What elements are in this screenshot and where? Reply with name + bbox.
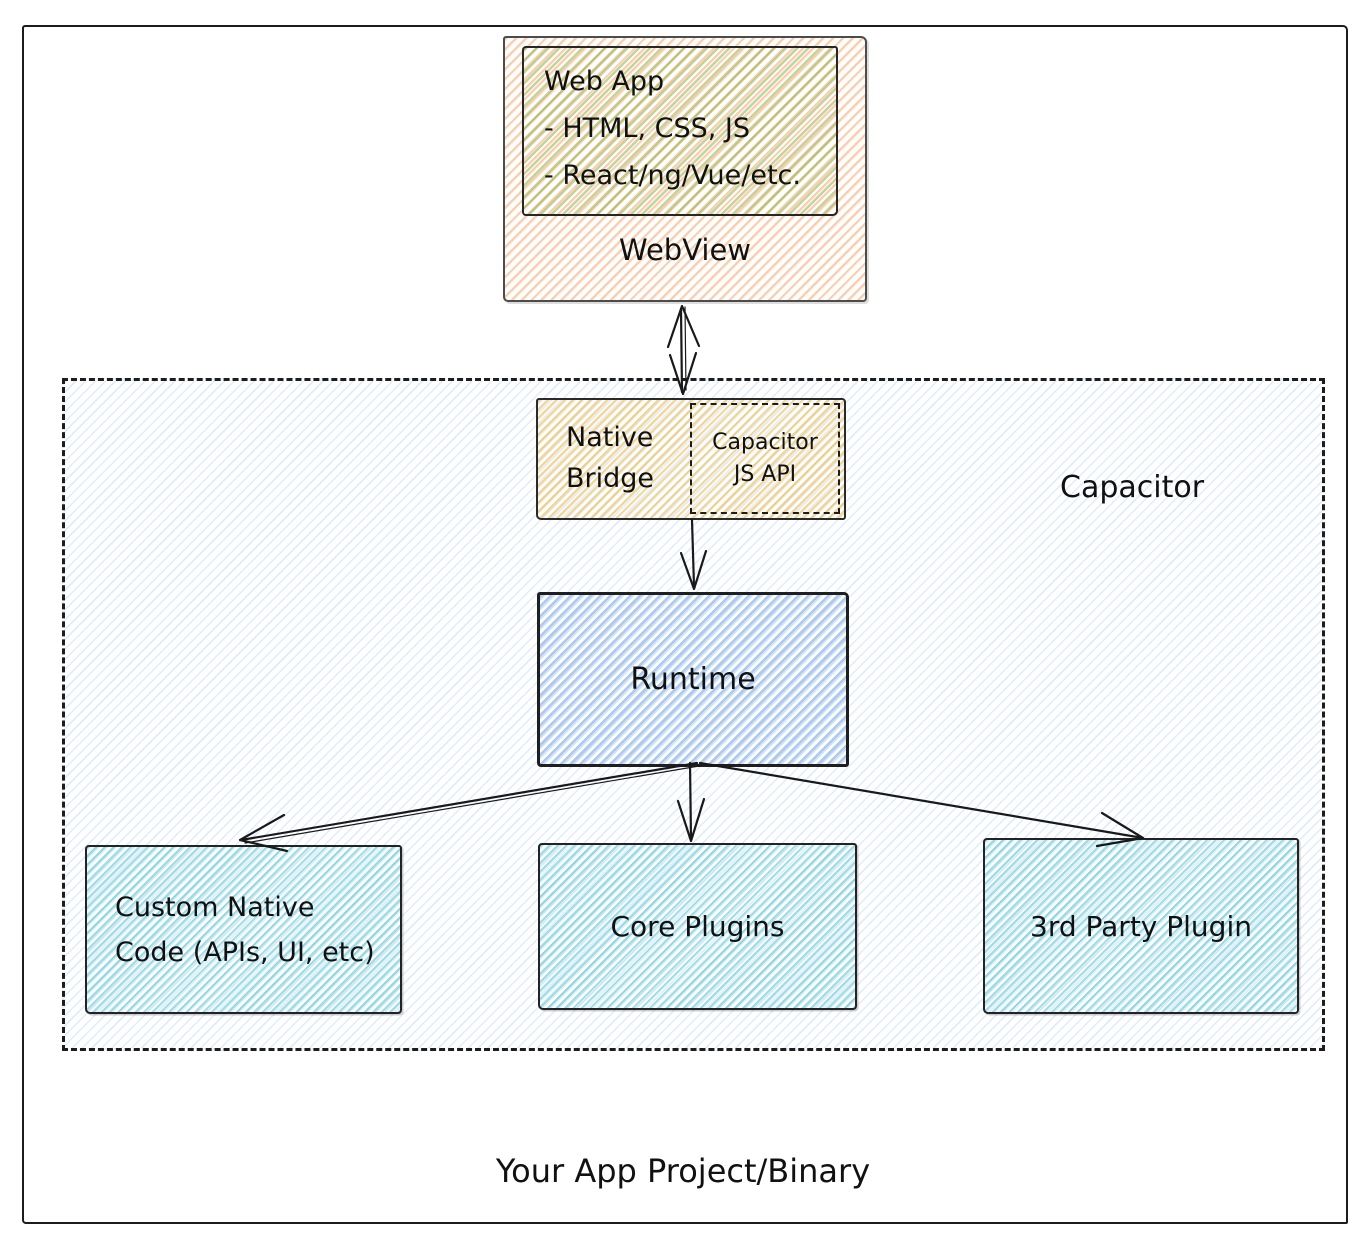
custom-native-code-box: Custom Native Code (APIs, UI, etc) (85, 845, 402, 1014)
custom-native-code-label: Custom Native Code (APIs, UI, etc) (115, 892, 375, 968)
runtime-box: Runtime (537, 592, 849, 767)
webapp-text: Web App - HTML, CSS, JS - React/ng/Vue/e… (544, 58, 834, 199)
webapp-line: - HTML, CSS, JS (544, 113, 751, 144)
outer-frame (22, 25, 1348, 1224)
third-party-plugin-box: 3rd Party Plugin (983, 838, 1299, 1014)
capacitor-js-api-label: Capacitor JS API (712, 429, 818, 487)
capacitor-js-api-box: Capacitor JS API (690, 403, 840, 514)
native-bridge-box: Native Bridge Capacitor JS API (536, 398, 846, 520)
core-plugins-label: Core Plugins (610, 910, 785, 943)
capacitor-label: Capacitor (1060, 470, 1205, 505)
webview-label: WebView (618, 233, 752, 267)
third-party-plugin-label: 3rd Party Plugin (1030, 909, 1252, 943)
webapp-box: Web App - HTML, CSS, JS - React/ng/Vue/e… (522, 46, 838, 216)
webapp-line: Web App (544, 66, 665, 97)
native-bridge-label: Native Bridge (566, 422, 655, 494)
webview-box: Web App - HTML, CSS, JS - React/ng/Vue/e… (503, 36, 867, 302)
runtime-label: Runtime (630, 662, 756, 697)
footer-label: Your App Project/Binary (495, 1152, 871, 1190)
core-plugins-box: Core Plugins (538, 843, 857, 1010)
webapp-line: - React/ng/Vue/etc. (544, 160, 801, 191)
